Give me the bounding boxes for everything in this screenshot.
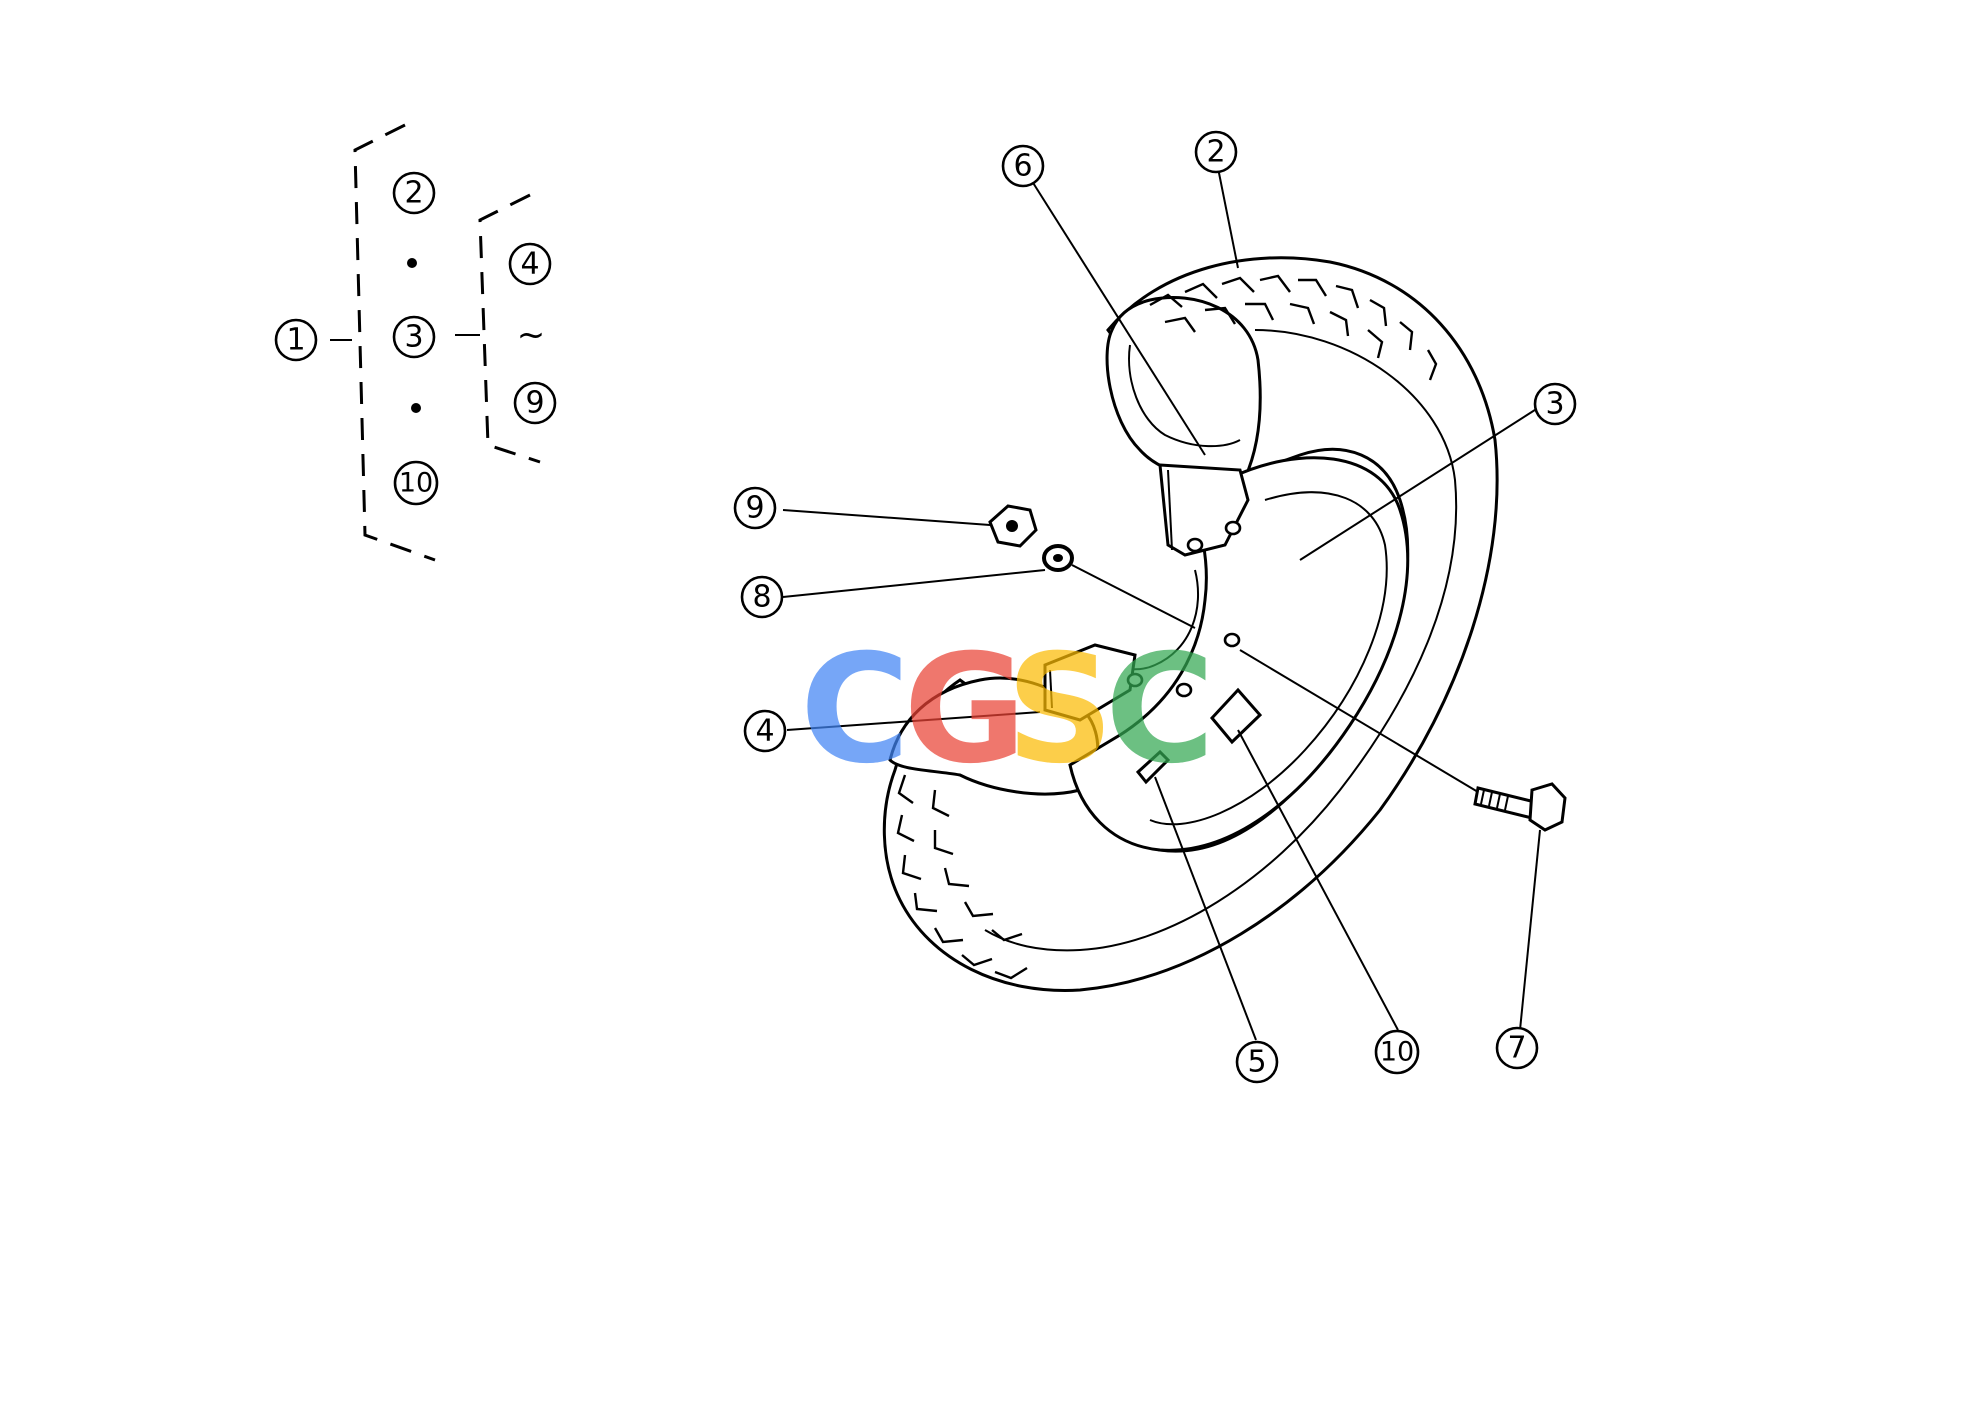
leader-9 (782, 509, 991, 526)
callout-3: 3 (1533, 382, 1577, 426)
leader-10 (1237, 729, 1399, 1031)
spacer-plate-lower (1043, 643, 1137, 722)
bolt-hole (1223, 632, 1241, 648)
legend-item-10: 10 (393, 460, 439, 506)
label-plate (1210, 687, 1263, 745)
bolt-hole (1175, 682, 1193, 698)
rim-disc (1068, 456, 1410, 852)
rim-disc-inner-ring (1149, 491, 1388, 826)
leader-rim-bolt (1239, 649, 1479, 793)
leader-6 (1029, 177, 1206, 456)
tire-inner-sidewall (984, 329, 1458, 952)
tire-upper-cross-section-inner (1128, 344, 1241, 448)
legend-subgroup-start: 4 (520, 247, 539, 282)
legend-item-root: 1 (274, 318, 318, 362)
callout-2: 2 (1194, 130, 1238, 174)
spacer-plate-lower-edge (1049, 669, 1053, 709)
legend-root-label: 1 (286, 323, 305, 358)
callout-label: 8 (752, 580, 771, 615)
watermark-letter: C (1105, 623, 1215, 797)
watermark-letter: G (903, 623, 1026, 797)
spacer-plate-upper-edge (1167, 469, 1173, 551)
callout-6: 6 (1001, 144, 1045, 188)
part-callouts: 6 2 3 9 8 4 5 10 (733, 130, 1577, 1084)
legend-outer-bracket (353, 123, 436, 562)
callout-4: 4 (743, 709, 787, 753)
legend-group-label: 10 (399, 468, 433, 499)
leader-3 (1299, 407, 1539, 561)
legend-group-label: 3 (404, 320, 423, 355)
wheel-assembly (882, 256, 1567, 992)
spacer-plate-upper (1158, 463, 1250, 557)
callout-label: 6 (1013, 149, 1032, 184)
callout-8: 8 (740, 575, 784, 619)
hex-nut-hole (1006, 520, 1018, 532)
callout-label: 9 (745, 491, 764, 526)
watermark-letter: C (800, 623, 910, 797)
callout-label: 2 (1206, 135, 1225, 170)
legend-group-label: 2 (404, 176, 423, 211)
legend-item-3: 3 (392, 315, 436, 359)
leader-4 (786, 711, 1041, 731)
parts-legend: 1 2 3 10 4 ~ 9 (274, 123, 557, 562)
legend-item-9: 9 (513, 381, 557, 425)
callout-9: 9 (733, 486, 777, 530)
legend-bullet (407, 258, 417, 268)
lock-washer-hole (1053, 554, 1063, 562)
callout-label: 10 (1380, 1037, 1414, 1068)
leader-8 (782, 569, 1046, 598)
tire-upper-cross-section (1105, 296, 1262, 482)
legend-item-2: 2 (392, 171, 436, 215)
callout-7: 7 (1495, 1026, 1539, 1070)
leader-2 (1217, 167, 1239, 269)
legend-bullet (411, 403, 421, 413)
legend-inner-bracket (478, 193, 541, 464)
callout-label: 5 (1247, 1045, 1266, 1080)
hex-bolt (1473, 782, 1567, 832)
valve-stem (1135, 749, 1171, 785)
watermark-letter: S (1006, 623, 1114, 797)
bolt-hole (1126, 672, 1144, 688)
callout-label: 7 (1507, 1031, 1526, 1066)
bolt-hole (1224, 520, 1242, 536)
leader-5 (1154, 776, 1257, 1041)
callout-label: 3 (1545, 387, 1564, 422)
tire-tread-upper (1149, 274, 1438, 381)
callout-5: 5 (1235, 1040, 1279, 1084)
leader-lines (782, 167, 1541, 1041)
tire-tread-lower (896, 774, 1028, 980)
legend-item-4: 4 (508, 242, 552, 286)
leader-7 (1519, 829, 1541, 1031)
cgsc-watermark: C G S C (800, 623, 1215, 797)
legend-range-mark: ~ (517, 315, 546, 355)
legend-subgroup-end: 9 (525, 386, 544, 421)
callout-10: 10 (1374, 1029, 1420, 1075)
bolt-hole (1186, 537, 1204, 553)
callout-label: 4 (755, 714, 774, 749)
leader-8b (1071, 564, 1196, 629)
